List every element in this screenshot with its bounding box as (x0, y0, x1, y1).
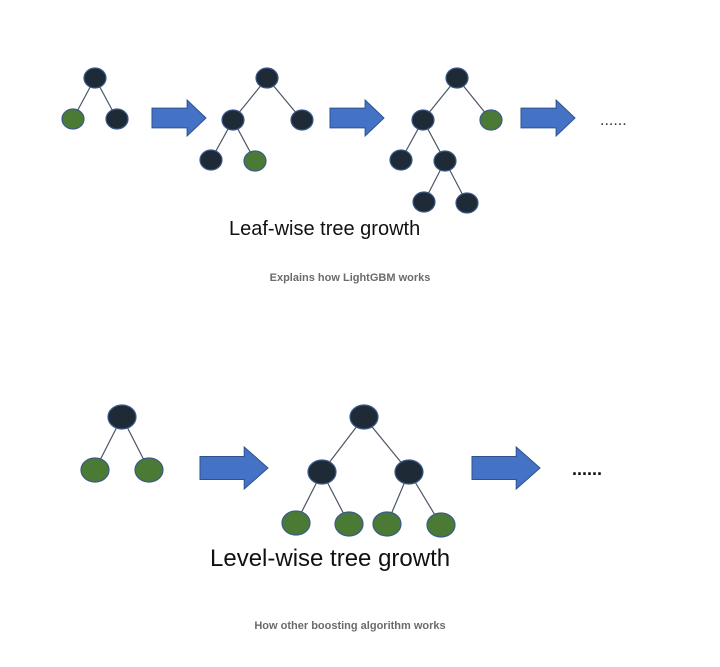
arrow-icon (520, 98, 576, 138)
split-node (412, 191, 436, 213)
split-node (255, 67, 279, 89)
arrow-icon (151, 98, 207, 138)
continuation-dots: ...... (572, 459, 602, 479)
continuation-dots: ...... (600, 112, 627, 129)
diagram-title: Level-wise tree growth (210, 545, 451, 572)
leaf-node (80, 457, 110, 483)
leaf-node (243, 150, 267, 172)
leaf-wise-figure: ...... Leaf-wise tree growth (0, 0, 720, 250)
arrow-icon (199, 445, 269, 491)
figure-caption: How other boosting algorithm works (254, 620, 446, 632)
split-node (105, 108, 129, 130)
leaf-node (426, 512, 456, 538)
split-node (307, 459, 337, 485)
split-node (83, 67, 107, 89)
split-node (411, 109, 435, 131)
level-wise-figure: ...... (0, 380, 720, 580)
split-node (445, 67, 469, 89)
figure-caption: Explains how LightGBM works (269, 272, 431, 284)
leaf-wise-diagram: ...... (61, 67, 627, 214)
split-node (394, 459, 424, 485)
split-node (290, 109, 314, 131)
split-node (221, 109, 245, 131)
leaf-node (281, 510, 311, 536)
split-node (433, 150, 457, 172)
split-node (389, 149, 413, 171)
leaf-node (334, 511, 364, 537)
level-wise-diagram: ...... (80, 404, 602, 538)
diagram-title: Leaf-wise tree growth (229, 218, 421, 240)
arrow-icon (471, 445, 541, 491)
arrow-icon (329, 98, 385, 138)
leaf-node (134, 457, 164, 483)
split-node (349, 404, 379, 430)
split-node (107, 404, 137, 430)
leaf-node (61, 108, 85, 130)
leaf-node (479, 109, 503, 131)
split-node (199, 149, 223, 171)
leaf-node (372, 511, 402, 537)
split-node (455, 192, 479, 214)
